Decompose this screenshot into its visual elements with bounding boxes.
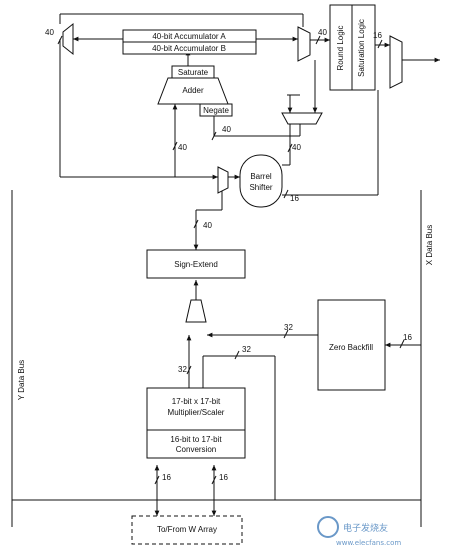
svg-text:Zero Backfill: Zero Backfill: [329, 343, 373, 352]
zero-backfill-block: Zero Backfill: [317, 299, 386, 391]
svg-text:Adder: Adder: [182, 86, 204, 95]
width-w-out: 16: [219, 473, 228, 482]
barrel-shifter: Barrel Shifter: [239, 154, 283, 208]
svg-text:To/From W Array: To/From W Array: [157, 525, 217, 534]
svg-text:Saturation Logic: Saturation Logic: [357, 19, 366, 77]
svg-text:Round Logic: Round Logic: [336, 26, 345, 71]
accumulator-a: 40-bit Accumulator A: [122, 29, 257, 43]
width-sign-ext-in: 40: [203, 221, 212, 230]
svg-text:Shifter: Shifter: [249, 183, 272, 192]
svg-text:Multiplier/Scaler: Multiplier/Scaler: [168, 408, 225, 417]
width-mult-out-a: 32: [178, 365, 187, 374]
width-acc-right: 40: [318, 28, 327, 37]
width-shift-out: 16: [290, 194, 299, 203]
width-xbus-in: 16: [403, 333, 412, 342]
x-data-bus-label: X Data Bus: [425, 225, 434, 265]
width-zb-out: 32: [284, 323, 293, 332]
svg-text:www.elecfans.com: www.elecfans.com: [336, 539, 401, 547]
multiplier-block: 17-bit x 17-bit Multiplier/Scaler: [146, 387, 246, 431]
w-array-block: To/From W Array: [131, 515, 243, 545]
round-saturation-logic: Round Logic Saturation Logic: [329, 4, 376, 91]
width-negate-in: 40: [222, 125, 231, 134]
accumulator-b: 40-bit Accumulator B: [122, 41, 257, 55]
barrel-input-mux: [217, 166, 229, 194]
svg-text:电子发烧友: 电子发烧友: [343, 522, 388, 534]
negate-block: Negate: [199, 103, 233, 117]
sign-extend-mux: [185, 299, 207, 323]
width-w-in: 16: [162, 473, 171, 482]
width-sat-out: 16: [373, 31, 382, 40]
svg-text:16-bit to 17-bit: 16-bit to 17-bit: [170, 435, 222, 444]
adder-block: Adder: [157, 77, 229, 105]
watermark-logo: 电子发烧友 www.elecfans.com: [317, 516, 401, 547]
conversion-block: 16-bit to 17-bit Conversion: [146, 429, 246, 459]
svg-text:Sign-Extend: Sign-Extend: [174, 260, 218, 269]
svg-text:Barrel: Barrel: [250, 172, 272, 181]
svg-text:17-bit x 17-bit: 17-bit x 17-bit: [172, 397, 221, 406]
svg-text:Saturate: Saturate: [178, 68, 209, 77]
negate-mux: [281, 112, 323, 125]
y-data-bus-label: Y Data Bus: [17, 360, 26, 400]
saturate-block: Saturate: [171, 65, 215, 79]
acc-left-mux: [62, 22, 74, 56]
width-adder-in: 40: [178, 143, 187, 152]
output-mux: [389, 35, 403, 89]
width-mult-out-b: 32: [242, 345, 251, 354]
acc-right-mux: [297, 26, 311, 62]
sign-extend-block: Sign-Extend: [146, 249, 246, 279]
svg-text:Conversion: Conversion: [176, 445, 216, 454]
svg-text:40-bit Accumulator A: 40-bit Accumulator A: [152, 32, 226, 41]
svg-text:Negate: Negate: [203, 106, 229, 115]
svg-text:40-bit Accumulator B: 40-bit Accumulator B: [152, 44, 226, 53]
width-shift-in: 40: [292, 143, 301, 152]
width-acc-left: 40: [45, 28, 54, 37]
